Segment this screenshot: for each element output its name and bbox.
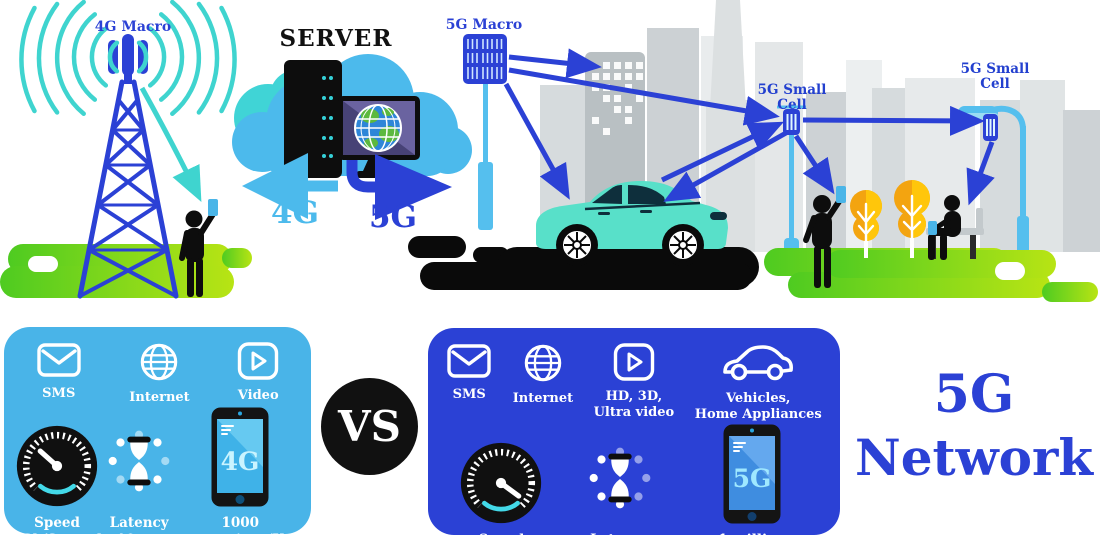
hourglass-icon <box>589 447 650 509</box>
5g-macro-label: 5G Macro <box>445 17 523 33</box>
network-link-arrows <box>503 48 995 206</box>
feature-internet: Internet <box>513 342 573 407</box>
road <box>408 236 759 290</box>
server-rack <box>284 60 342 178</box>
feature-internet: Internet <box>129 341 190 406</box>
5g-small-cell-1 <box>777 105 806 252</box>
small-cell-1-label: 5G Small Cell <box>757 82 827 113</box>
feature-sms: SMS <box>36 341 82 402</box>
small-cell-2-label: 5G Small Cell <box>960 61 1030 92</box>
page-title: 5G Network <box>855 364 1093 487</box>
vs-badge: VS <box>321 378 418 475</box>
network-illustration <box>0 0 1100 302</box>
5g-card: SMS Internet HD, 3D,Ultra video <box>428 328 840 535</box>
car-icon <box>723 345 794 381</box>
person-standing-left <box>179 199 218 297</box>
feature-ultra-video: HD, 3D,Ultra video <box>594 342 674 421</box>
stat-latency: Latency<1 ms <box>583 441 657 535</box>
feature-sms: SMS <box>446 342 492 403</box>
play-icon <box>238 342 279 380</box>
tower-to-phone-arrow <box>139 86 202 202</box>
stat-speed: Speed1Gb/Second <box>12 424 102 535</box>
stat-connections: 5G 1 millionconnections/Km² <box>688 423 816 535</box>
4g-arrow-label: 4G <box>270 195 320 231</box>
5g-stats-row: Speed20Gb/Second Latency<1 ms <box>436 423 832 535</box>
5g-direction-arrow <box>346 154 452 220</box>
4g-macro-tower <box>77 70 179 299</box>
tree <box>850 190 882 258</box>
monitor-globe <box>338 96 420 178</box>
hourglass-icon <box>108 430 170 492</box>
envelope-icon <box>447 344 491 378</box>
envelope-icon <box>37 343 81 377</box>
feature-video: Video <box>237 341 279 404</box>
car-wheel <box>556 224 598 266</box>
play-icon <box>613 343 655 381</box>
globe-icon <box>524 344 562 382</box>
4g-macro-label: 4G Macro <box>94 19 172 35</box>
5g-macro-antenna <box>463 34 507 230</box>
feature-vehicles: Vehicles,Home Appliances <box>695 342 822 423</box>
smartphone-icon: 4G <box>211 407 269 507</box>
stat-connections: 4G 1000connections/Km² <box>176 406 304 535</box>
globe-icon <box>141 343 178 381</box>
server-label: SERVER <box>279 25 393 52</box>
4g-card: SMS Internet Video <box>4 327 311 535</box>
person-sitting <box>928 195 961 260</box>
5g-features-row: SMS Internet HD, 3D,Ultra video <box>436 342 832 423</box>
tree <box>894 180 930 258</box>
stat-latency: Latency10 ms <box>102 424 176 535</box>
4g-features-row: SMS Internet Video <box>12 341 303 406</box>
radio-waves <box>19 0 237 116</box>
person-standing-right <box>803 186 846 288</box>
car-wheel <box>662 224 704 266</box>
4g-stats-row: Speed1Gb/Second Latency10 ms <box>12 406 304 535</box>
smartphone-icon: 5G <box>723 424 781 524</box>
city-skyline <box>540 0 1100 252</box>
speedometer-icon <box>16 425 98 506</box>
phone-screen-text: 4G <box>221 447 260 476</box>
5g-arrow-label: 5G <box>368 199 418 235</box>
speedometer-icon <box>461 442 542 523</box>
stat-speed: Speed20Gb/Second <box>452 441 552 535</box>
phone-screen-text: 5G <box>733 464 772 493</box>
